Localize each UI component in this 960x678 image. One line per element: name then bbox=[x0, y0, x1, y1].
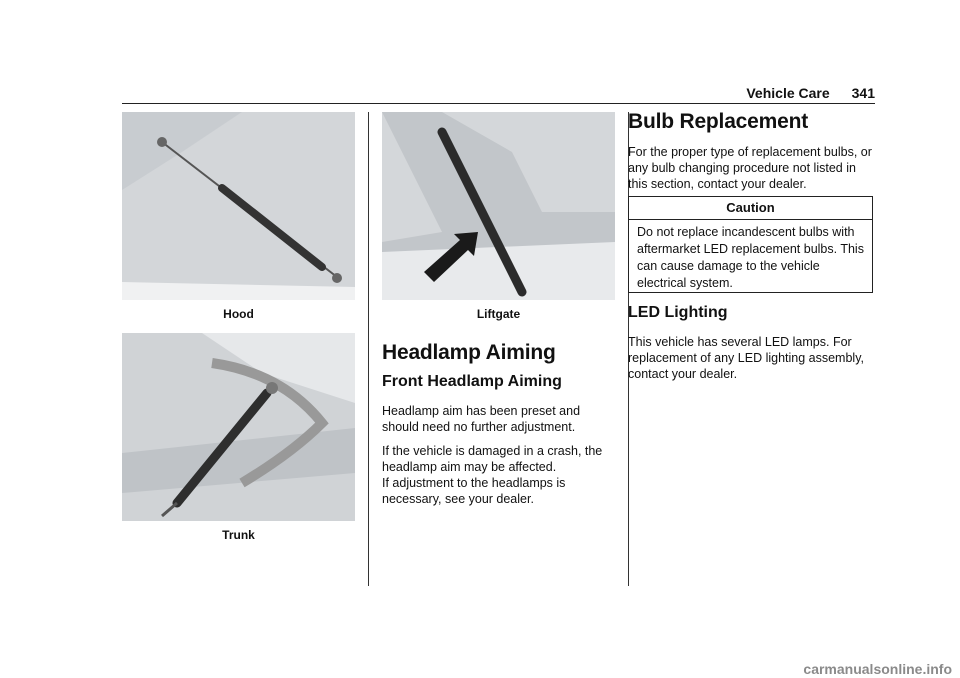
bulb-replacement-heading: Bulb Replacement bbox=[628, 110, 809, 133]
led-para: This vehicle has several LED lamps. For … bbox=[628, 335, 864, 381]
page-header: Vehicle Care 341 bbox=[122, 84, 875, 102]
headlamp-section: Headlamp Aiming Front Headlamp Aiming He… bbox=[382, 341, 616, 507]
headlamp-aiming-heading: Headlamp Aiming bbox=[382, 341, 556, 364]
headlamp-para-crash: If the vehicle is damaged in a crash, th… bbox=[382, 444, 603, 474]
column-divider-1 bbox=[368, 112, 369, 586]
led-section: LED Lighting This vehicle has several LE… bbox=[628, 304, 876, 382]
liftgate-strut-illustration bbox=[382, 112, 615, 300]
hood-caption: Hood bbox=[223, 307, 254, 321]
watermark: carmanualsonline.info bbox=[803, 661, 952, 677]
liftgate-caption: Liftgate bbox=[476, 307, 521, 321]
trunk-strut-illustration bbox=[122, 333, 355, 521]
bulb-section: Bulb Replacement For the proper type of … bbox=[628, 110, 876, 192]
page-number: 341 bbox=[851, 85, 875, 101]
headlamp-para-preset: Headlamp aim has been preset and should … bbox=[382, 404, 581, 434]
trunk-caption: Trunk bbox=[222, 528, 255, 542]
caution-box: Caution Do not replace incandescent bulb… bbox=[628, 196, 873, 293]
header-section-title: Vehicle Care bbox=[746, 85, 830, 101]
front-headlamp-aiming-heading: Front Headlamp Aiming bbox=[382, 373, 562, 390]
hood-strut-illustration bbox=[122, 112, 355, 300]
headlamp-para-dealer: If adjustment to the headlamps is necess… bbox=[382, 476, 566, 506]
header-rule bbox=[122, 103, 875, 104]
column-divider-2 bbox=[628, 112, 629, 586]
caution-text: Do not replace incandescent bulbs with a… bbox=[637, 225, 864, 290]
led-lighting-heading: LED Lighting bbox=[628, 304, 728, 321]
bulb-para: For the proper type of replacement bulbs… bbox=[628, 145, 872, 191]
caution-title: Caution bbox=[629, 197, 872, 220]
